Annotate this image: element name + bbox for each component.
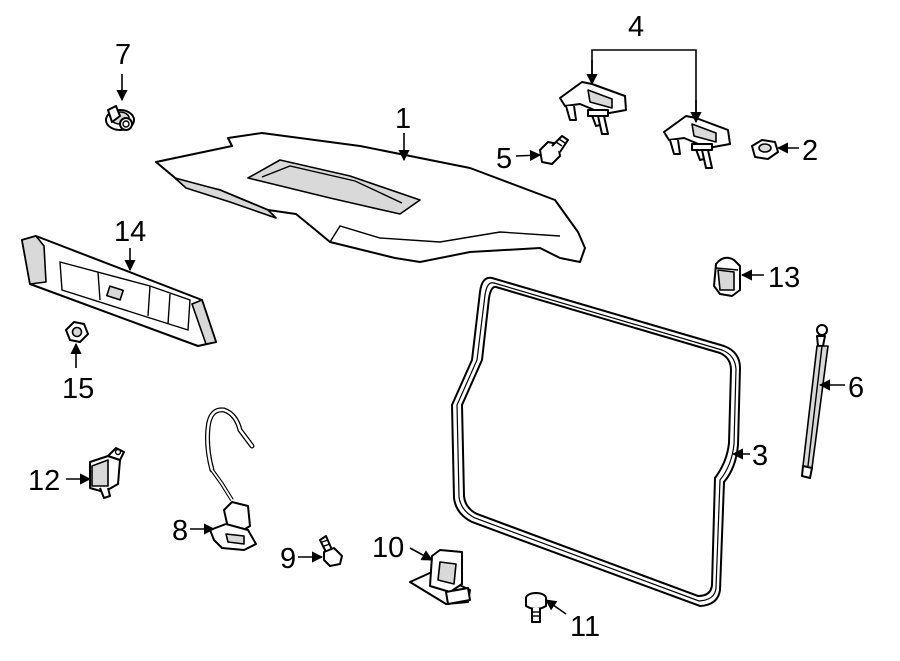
callout-5: 5 [496, 143, 542, 175]
nut-icon[interactable] [65, 321, 89, 343]
applique-molding-part[interactable] [21, 235, 217, 347]
svg-text:8: 8 [172, 515, 188, 547]
svg-text:14: 14 [114, 216, 146, 248]
svg-text:2: 2 [802, 135, 818, 167]
callout-4: 4 [586, 11, 702, 124]
callout-2: 2 [776, 135, 818, 167]
callout-10: 10 [372, 532, 433, 564]
callout-6: 6 [818, 372, 864, 404]
switch-bracket-part[interactable] [89, 447, 125, 499]
callout-3: 3 [731, 440, 768, 472]
svg-text:13: 13 [768, 262, 800, 294]
weatherstrip-seal-part[interactable] [450, 276, 742, 608]
svg-text:1: 1 [395, 103, 411, 135]
callout-7: 7 [115, 39, 131, 102]
callout-15: 15 [62, 342, 94, 405]
svg-text:5: 5 [496, 143, 512, 175]
svg-text:7: 7 [115, 39, 131, 71]
callout-13: 13 [740, 262, 800, 294]
nut-icon[interactable] [751, 139, 779, 160]
callout-12: 12 [28, 465, 92, 497]
callout-8: 8 [172, 515, 216, 547]
svg-text:3: 3 [752, 440, 768, 472]
striker-part[interactable] [409, 549, 471, 605]
bolt-icon[interactable] [319, 535, 343, 567]
bolt-icon[interactable] [539, 135, 569, 165]
hinge-left-part[interactable] [559, 81, 627, 135]
liftgate-panel-part[interactable] [155, 132, 586, 263]
svg-text:9: 9 [280, 543, 296, 575]
svg-text:6: 6 [848, 372, 864, 404]
callout-14: 14 [114, 216, 146, 272]
hinge-right-part[interactable] [663, 115, 731, 169]
callout-1: 1 [395, 103, 411, 162]
svg-text:15: 15 [62, 373, 94, 405]
callout-11: 11 [545, 599, 600, 643]
bolt-icon[interactable] [525, 592, 547, 623]
latch-with-cable-part[interactable] [205, 407, 257, 551]
svg-text:11: 11 [570, 611, 600, 643]
svg-text:12: 12 [28, 465, 60, 497]
push-clip-icon[interactable] [105, 105, 135, 131]
svg-text:4: 4 [628, 11, 644, 43]
bumper-stop-part[interactable] [713, 256, 741, 297]
callout-9: 9 [280, 543, 324, 575]
svg-text:10: 10 [372, 532, 404, 564]
lift-support-strut-part[interactable] [801, 324, 829, 479]
